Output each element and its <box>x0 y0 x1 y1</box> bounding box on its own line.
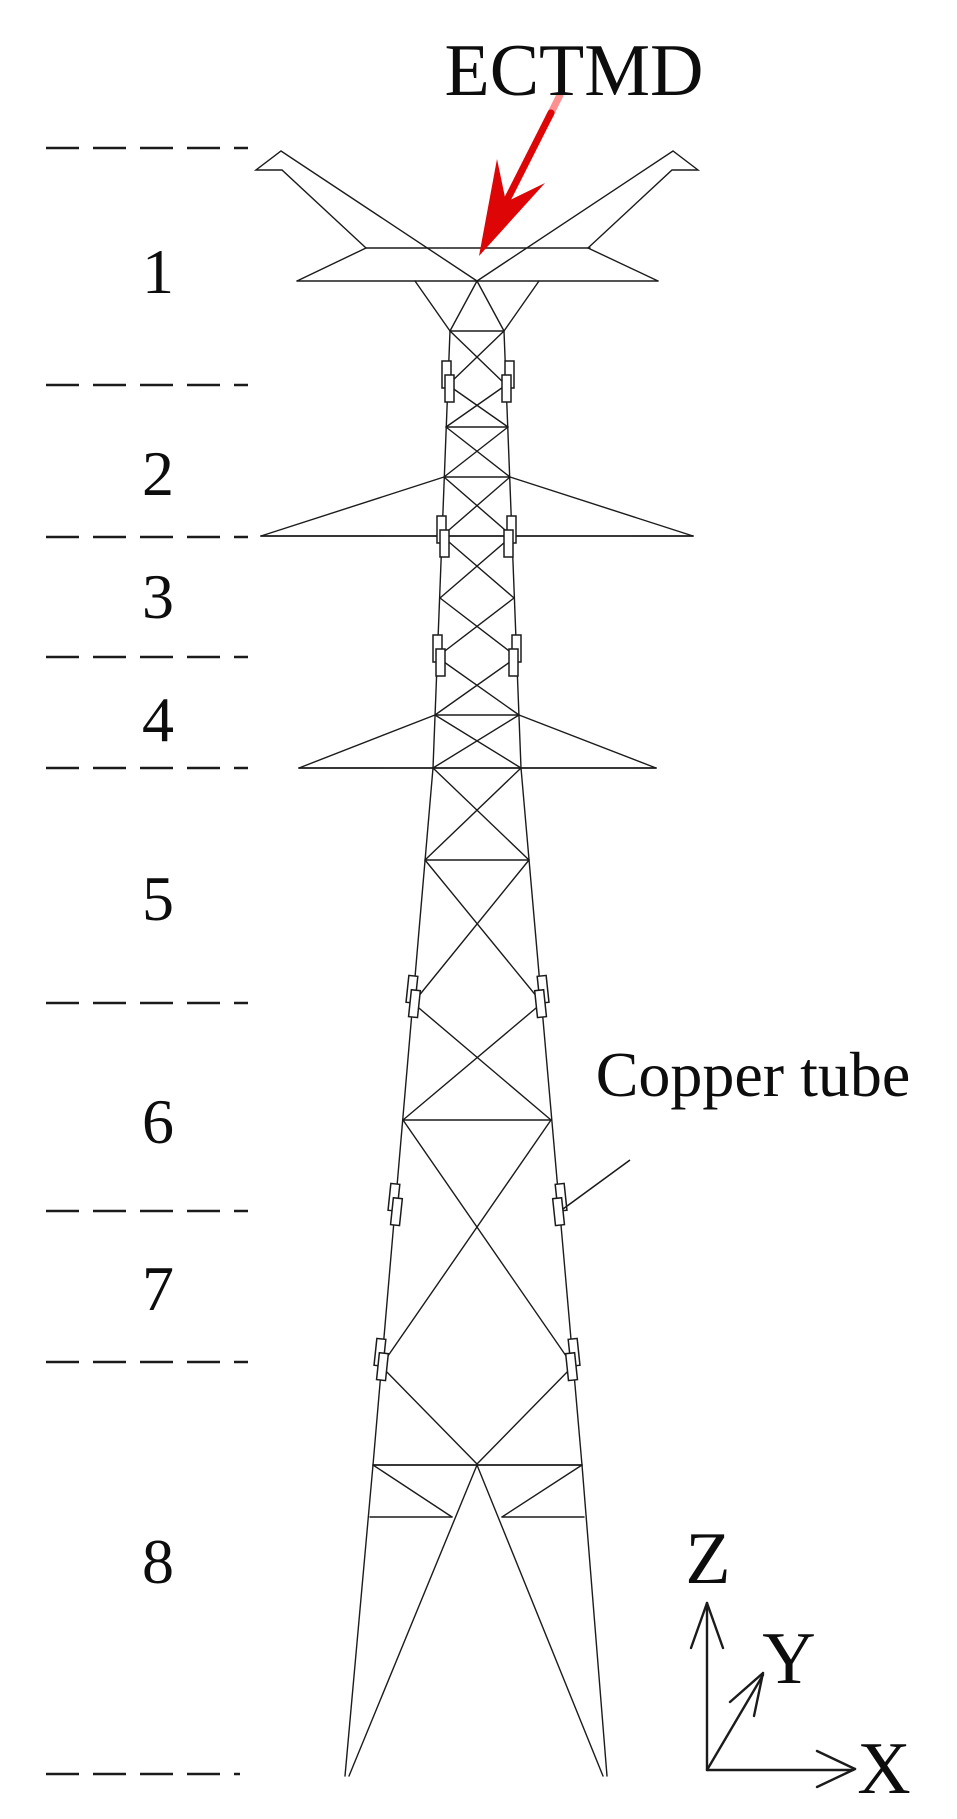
z-axis-arrow-icon <box>689 1601 725 1772</box>
section-label-5: 5 <box>142 863 174 934</box>
top-arm-left-tip <box>296 247 367 282</box>
neck-brace <box>449 280 478 332</box>
ectmd-arrow-icon <box>479 91 564 256</box>
lower-body-bracing <box>372 767 583 1466</box>
y-axis-label: Y <box>762 1618 815 1700</box>
tower-base <box>348 1464 604 1777</box>
left-peak <box>253 150 478 282</box>
lower-arm-left-chord <box>298 714 436 769</box>
y-axis-arrow-icon <box>705 1671 765 1772</box>
neck-brace <box>503 280 540 332</box>
left-inner-leg <box>348 1464 478 1777</box>
tower-structure <box>253 150 701 1777</box>
mast-horizontals <box>434 330 520 716</box>
top-cross-arm <box>296 247 659 332</box>
neck-brace <box>476 280 505 332</box>
neck-brace <box>414 280 451 332</box>
x-axis-label: X <box>857 1728 910 1810</box>
section-boundary-dashes <box>46 146 248 1776</box>
section-label-6: 6 <box>142 1086 174 1157</box>
copper-tube-pair-4 <box>405 974 550 1019</box>
x-axis-arrow-icon <box>705 1749 857 1789</box>
ectmd-label: ECTMD <box>445 30 704 112</box>
lower-cross-arm <box>298 714 657 769</box>
section-label-8: 8 <box>142 1526 174 1597</box>
coordinate-axes <box>689 1601 857 1789</box>
copper-tube-pair-3 <box>432 634 522 677</box>
middle-cross-arm <box>260 476 694 537</box>
section-label-4: 4 <box>142 684 174 755</box>
section-label-3: 3 <box>142 561 174 632</box>
copper-tube-pair-1 <box>441 360 515 403</box>
section-number-labels: 1 2 3 4 5 6 7 8 <box>142 236 174 1597</box>
section-label-2: 2 <box>142 438 174 509</box>
lower-arm-right-chord <box>518 714 657 769</box>
right-leg-chord <box>503 330 608 1777</box>
copper-tube-pair-6 <box>373 1337 581 1382</box>
left-leg-chord <box>344 330 451 1777</box>
right-inner-leg <box>476 1464 604 1777</box>
top-arm-right-tip <box>587 247 659 282</box>
copper-tube-pair-2 <box>436 515 517 558</box>
copper-tube-leader-line <box>562 1159 631 1210</box>
middle-arm-left-chord <box>260 476 445 537</box>
copper-tube-label: Copper tube <box>596 1039 911 1110</box>
section-label-1: 1 <box>142 236 174 307</box>
middle-arm-right-chord <box>509 476 694 537</box>
mast-x-bracing <box>432 330 522 769</box>
copper-tube-dampers <box>373 360 581 1382</box>
right-peak <box>476 150 701 282</box>
z-axis-label: Z <box>685 1518 730 1600</box>
mast-chords <box>344 330 608 1777</box>
section-label-7: 7 <box>142 1253 174 1324</box>
base-diagonal <box>372 1464 453 1518</box>
base-diagonal <box>501 1464 583 1518</box>
copper-tube-pair-5 <box>387 1182 568 1227</box>
ground-wire-peaks <box>253 150 701 282</box>
